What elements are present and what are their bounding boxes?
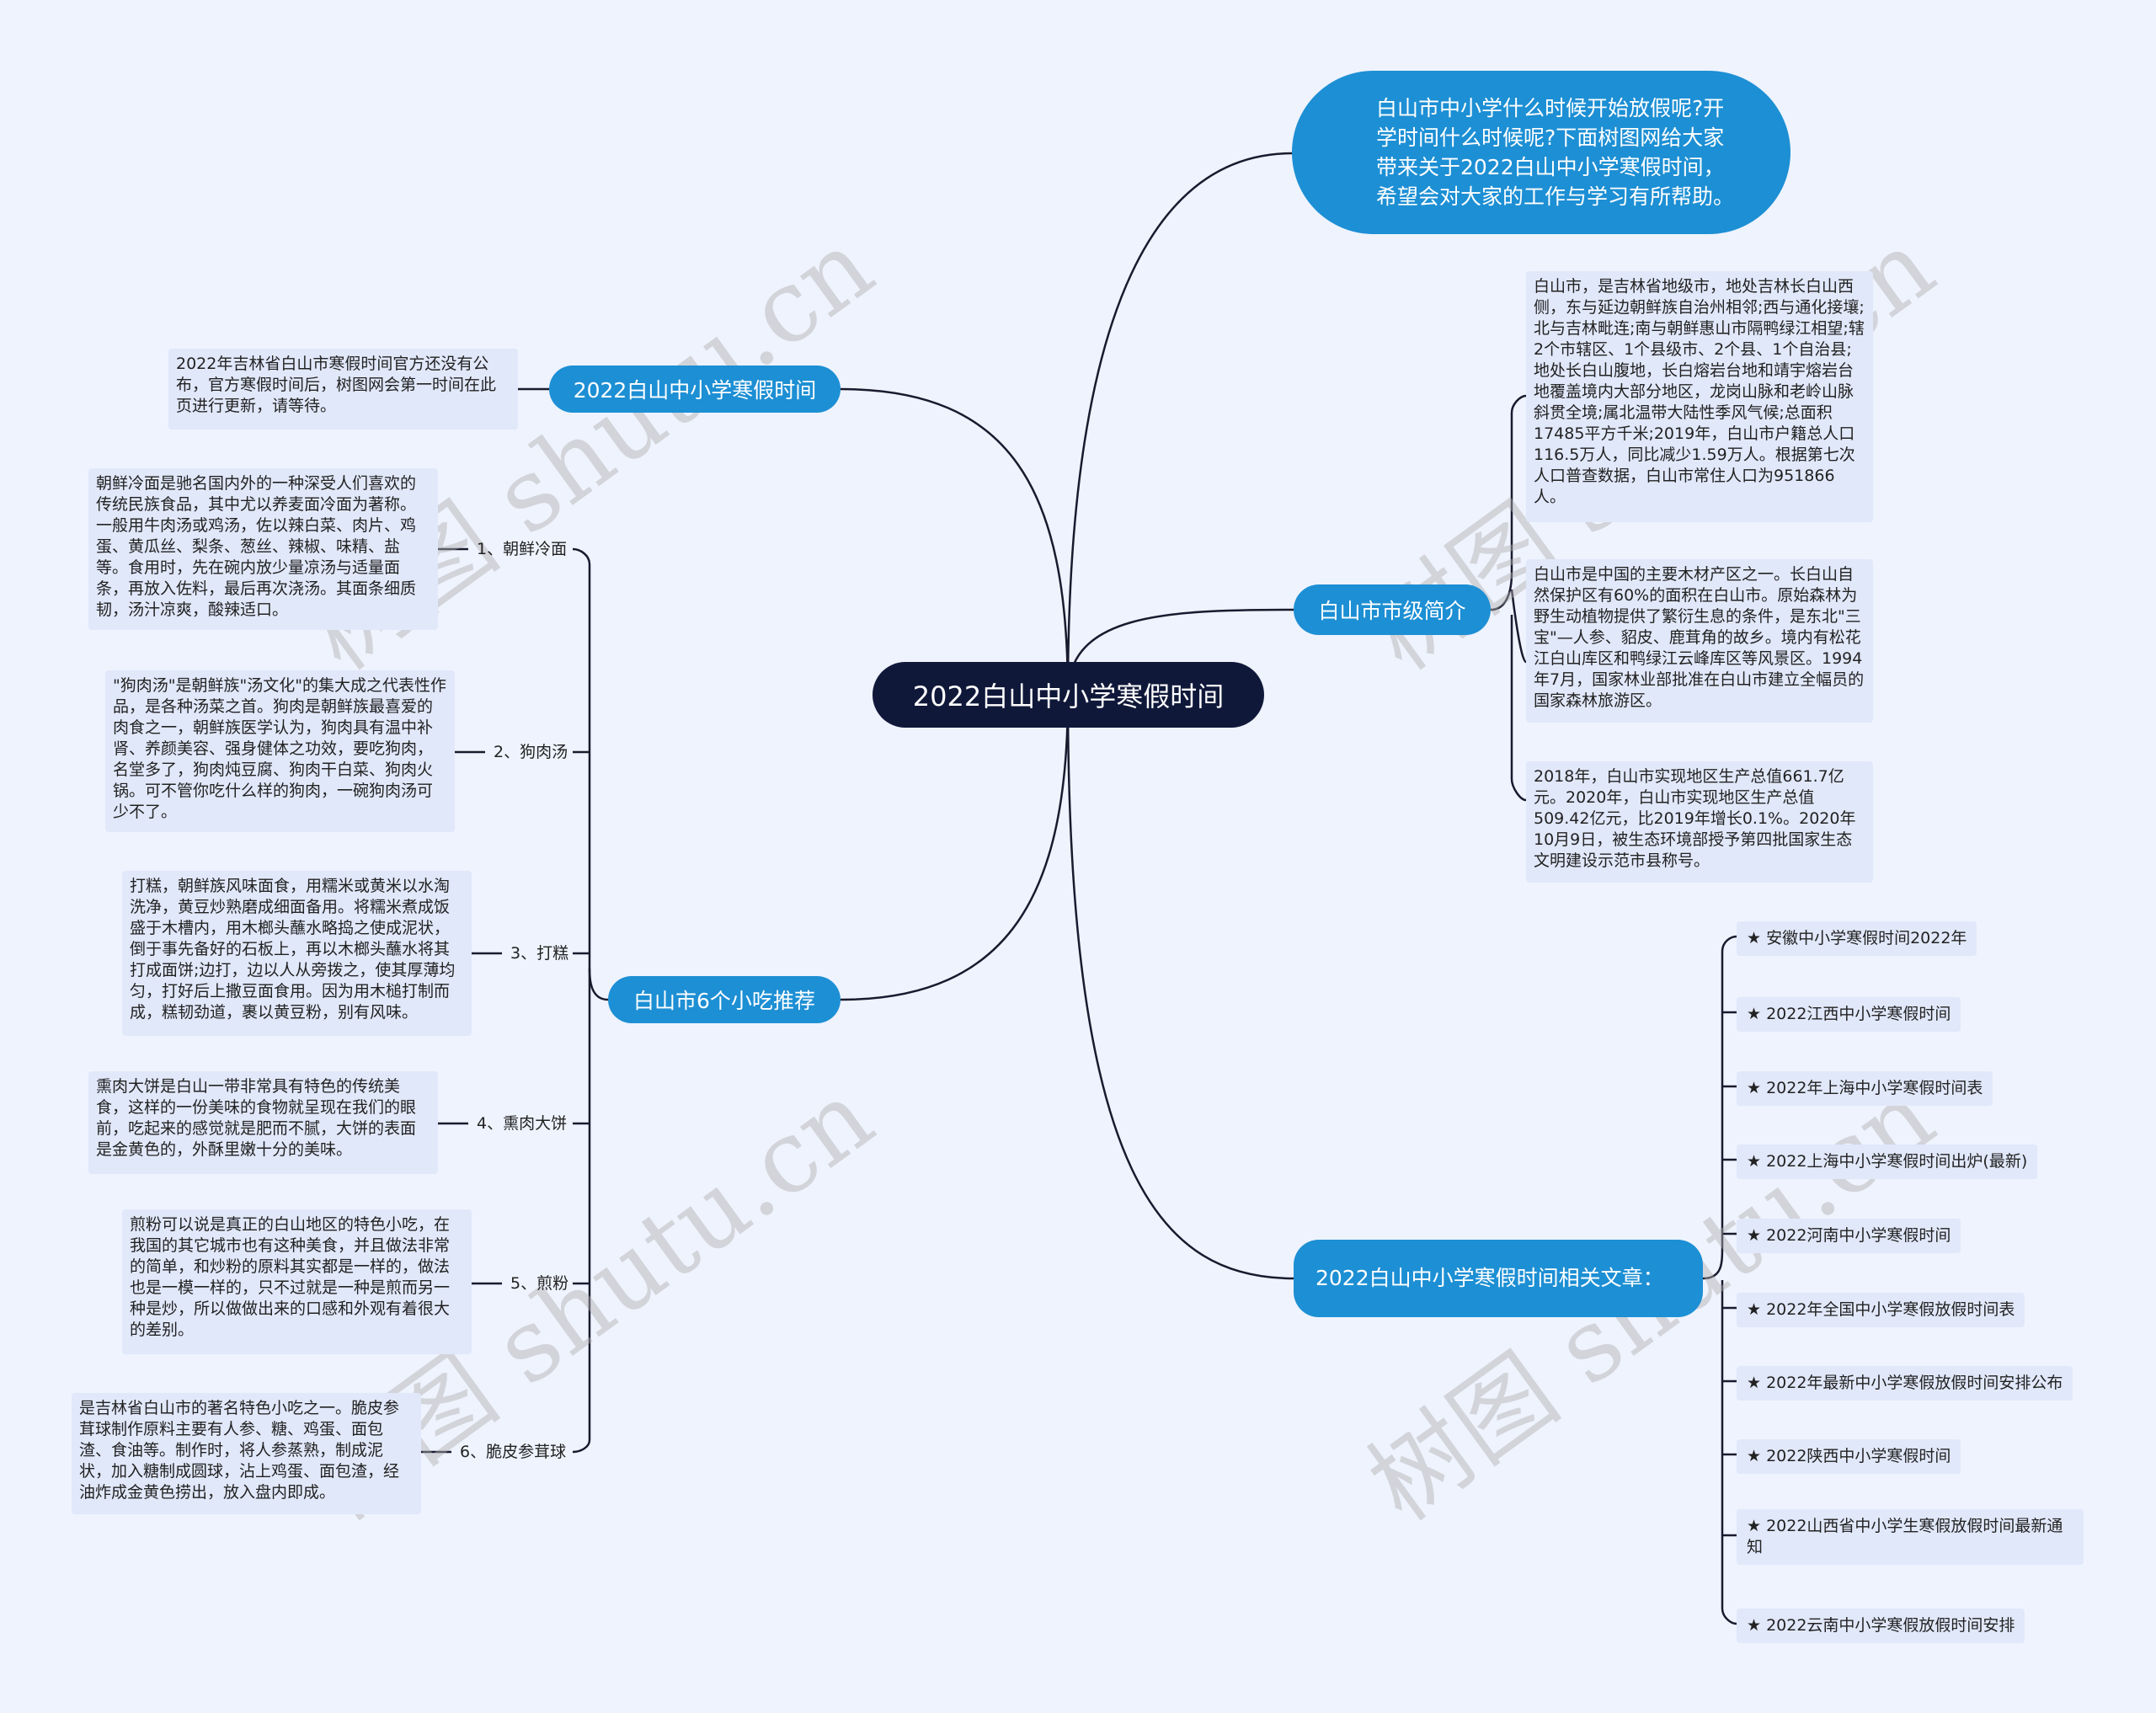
- article-link[interactable]: ★ 2022年全国中小学寒假放假时间表: [1737, 1293, 2025, 1327]
- snack-label[interactable]: 1、朝鲜冷面: [477, 540, 568, 558]
- snack-label[interactable]: 3、打糕: [510, 944, 569, 963]
- snack-label[interactable]: 5、煎粉: [510, 1274, 569, 1293]
- root-node[interactable]: 2022白山中小学寒假时间: [873, 662, 1264, 728]
- branch-label: 2022白山中小学寒假时间相关文章：: [1315, 1266, 1664, 1290]
- article-link[interactable]: ★ 2022年上海中小学寒假时间表: [1737, 1071, 1993, 1106]
- snack-description: 是吉林省白山市的著名特色小吃之一。脆皮参茸球制作原料主要有人参、糖、鸡蛋、面包渣…: [72, 1393, 421, 1514]
- branch-snacks[interactable]: 白山市6个小吃推荐: [608, 976, 841, 1023]
- article-link[interactable]: ★ 2022陕西中小学寒假时间: [1737, 1439, 1961, 1474]
- branch-city-intro[interactable]: 白山市市级简介: [1294, 584, 1491, 635]
- snack-label[interactable]: 6、脆皮参茸球: [460, 1443, 567, 1461]
- article-link[interactable]: ★ 2022山西省中小学生寒假放假时间最新通知: [1737, 1509, 2084, 1565]
- snack-label[interactable]: 2、狗肉汤: [494, 743, 568, 761]
- snack-description: 打糕，朝鲜族风味面食，用糯米或黄米以水淘洗净，黄豆炒熟磨成细面备用。将糯米煮成饭…: [122, 871, 472, 1036]
- snack-description: 朝鲜冷面是驰名国内外的一种深受人们喜欢的传统民族食品，其中尤以养麦面冷面为著称。…: [88, 468, 438, 630]
- article-link[interactable]: ★ 2022云南中小学寒假放假时间安排: [1737, 1609, 2025, 1643]
- city-intro-note: 白山市，是吉林省地级市，地处吉林长白山西侧，东与延边朝鲜族自治州相邻;西与通化接…: [1526, 271, 1873, 522]
- intro-node[interactable]: 白山市中小学什么时候开始放假呢?开学时间什么时候呢?下面树图网给大家带来关于20…: [1292, 71, 1790, 234]
- article-link[interactable]: ★ 2022河南中小学寒假时间: [1737, 1219, 1961, 1253]
- snack-label[interactable]: 4、熏肉大饼: [477, 1114, 568, 1133]
- article-link[interactable]: ★ 2022江西中小学寒假时间: [1737, 997, 1961, 1032]
- snack-description: 熏肉大饼是白山一带非常具有特色的传统美食，这样的一份美味的食物就呈现在我们的眼前…: [88, 1071, 438, 1174]
- holiday-time-note: 2022年吉林省白山市寒假时间官方还没有公布，官方寒假时间后，树图网会第一时间在…: [168, 349, 518, 430]
- article-link[interactable]: ★ 2022年最新中小学寒假放假时间安排公布: [1737, 1366, 2073, 1401]
- branch-related-articles[interactable]: 2022白山中小学寒假时间相关文章：: [1294, 1240, 1703, 1317]
- city-intro-note: 白山市是中国的主要木材产区之一。长白山自然保护区有60%的面积在白山市。原始森林…: [1526, 559, 1873, 723]
- snack-description: 煎粉可以说是真正的白山地区的特色小吃，在我国的其它城市也有这种美食，并且做法非常…: [122, 1209, 472, 1354]
- article-link[interactable]: ★ 安徽中小学寒假时间2022年: [1737, 921, 1977, 956]
- city-intro-note: 2018年，白山市实现地区生产总值661.7亿元。2020年，白山市实现地区生产…: [1526, 761, 1873, 883]
- branch-holiday-time[interactable]: 2022白山中小学寒假时间: [549, 366, 841, 413]
- snack-description: "狗肉汤"是朝鲜族"汤文化"的集大成之代表性作品，是各种汤菜之首。狗肉是朝鲜族最…: [105, 670, 455, 832]
- article-link[interactable]: ★ 2022上海中小学寒假时间出炉(最新): [1737, 1145, 2038, 1179]
- intro-text: 白山市中小学什么时候开始放假呢?开学时间什么时候呢?下面树图网给大家带来关于20…: [1376, 96, 1735, 209]
